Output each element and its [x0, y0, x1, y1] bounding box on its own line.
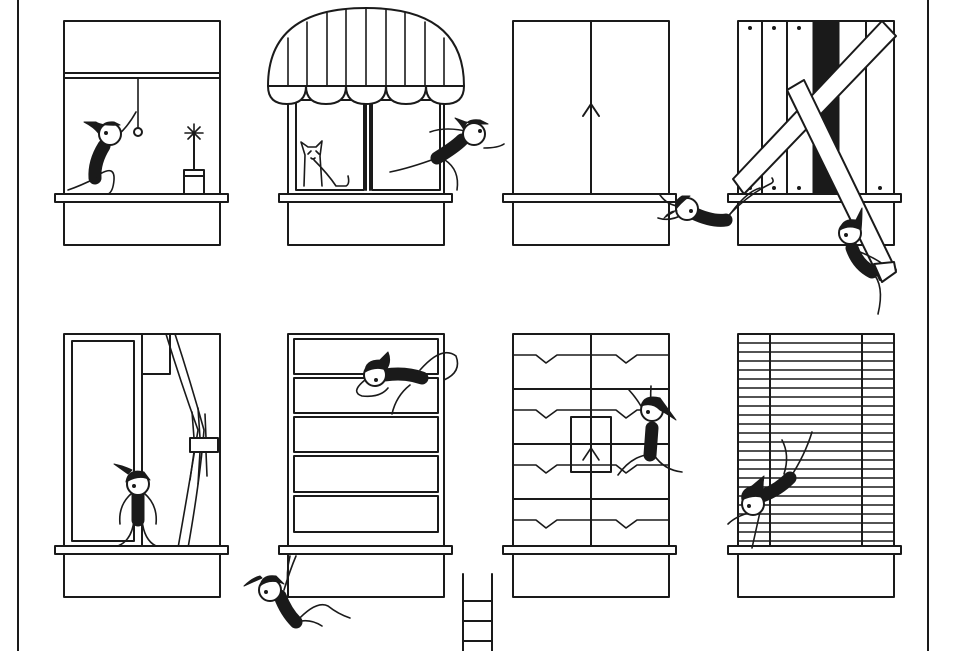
potted-plant [183, 123, 205, 195]
zigzag-edges [512, 354, 670, 529]
window-boarded[interactable] [657, 20, 902, 315]
window-curtain[interactable] [54, 333, 229, 598]
window-zigzag[interactable] [502, 333, 683, 598]
window-awning[interactable] [267, 7, 505, 246]
elf-2[interactable] [389, 117, 505, 191]
elf-6[interactable] [355, 351, 459, 415]
blind-slats [737, 333, 895, 549]
window-blinds[interactable] [727, 333, 902, 598]
elf-4[interactable] [838, 207, 897, 315]
cat [300, 140, 350, 187]
crossed-boards [732, 20, 897, 281]
elf-3[interactable] [657, 177, 774, 227]
up-arrow-icon [582, 447, 600, 471]
up-arrow-icon [582, 103, 600, 125]
elf-5[interactable] [113, 463, 158, 547]
elf-8[interactable] [727, 431, 813, 549]
ladder[interactable] [462, 573, 493, 651]
sparkle-icon [184, 123, 204, 143]
window-shutters[interactable] [502, 20, 677, 246]
window-sash[interactable] [54, 20, 229, 246]
curtain [165, 333, 219, 549]
elf-1[interactable] [67, 111, 137, 195]
pull-cord-knob[interactable] [133, 127, 143, 137]
elf-7[interactable] [617, 385, 683, 476]
awning [267, 7, 465, 105]
page-frame [17, 0, 929, 651]
window-drawers[interactable] [278, 333, 459, 598]
elf-9[interactable] [243, 555, 351, 629]
